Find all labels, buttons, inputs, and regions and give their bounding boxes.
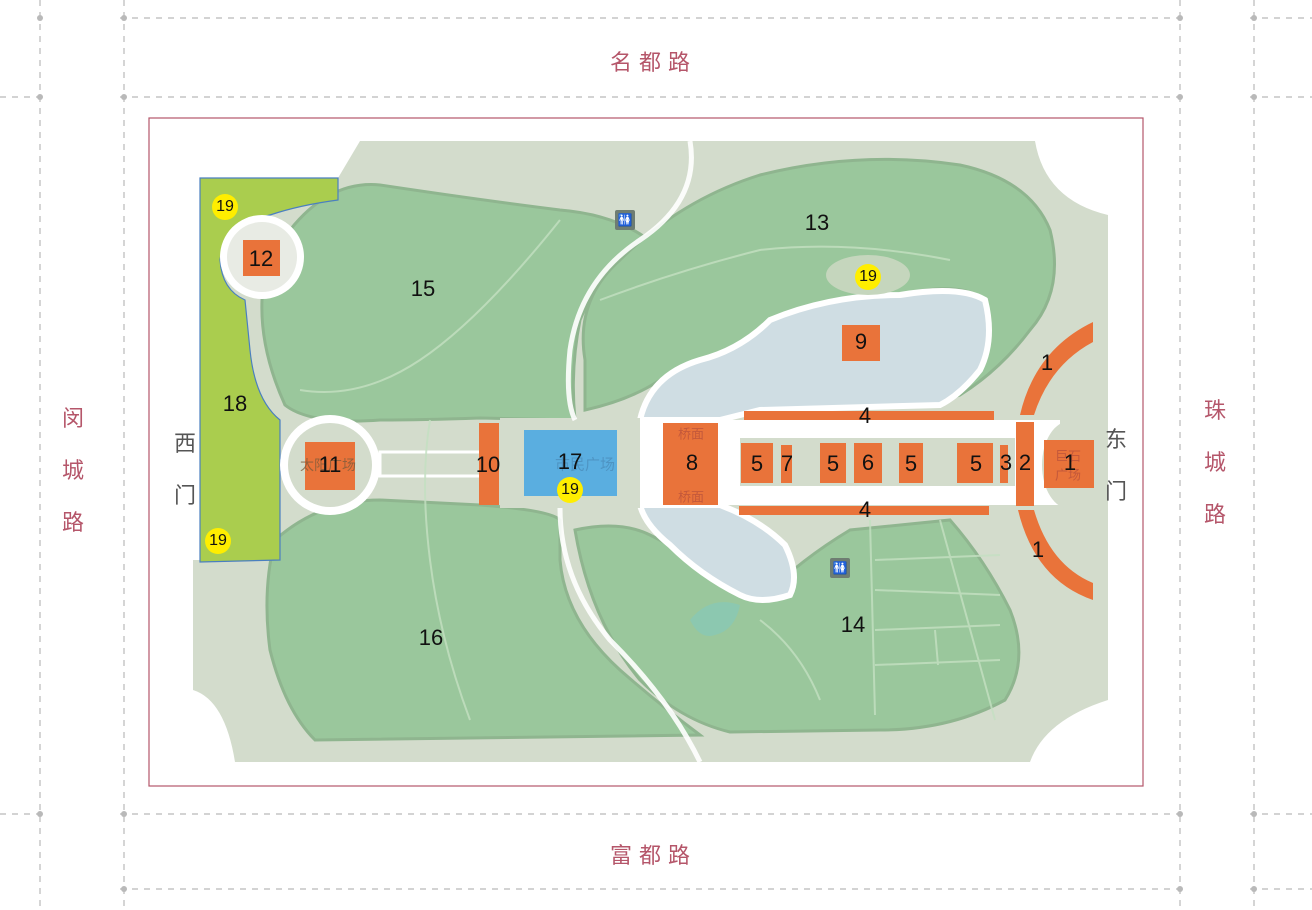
zone-5-label: 5 [904, 451, 918, 476]
marker-19[interactable]: 19 [557, 477, 583, 503]
zone-4-label: 4 [858, 403, 872, 428]
buildings [243, 240, 1094, 600]
zone-14-label: 14 [840, 612, 866, 637]
toilet-icon: 🚻 [615, 210, 635, 230]
lake-south [636, 502, 797, 603]
zone-3-label: 3 [999, 450, 1013, 475]
zone-1-label: 1 [1063, 450, 1077, 475]
sun-plaza-label: 太阳广场 [300, 458, 356, 474]
city-plaza-label: 市民广场 [554, 455, 616, 474]
zone-5-label: 5 [750, 451, 764, 476]
zone-4-label: 4 [858, 497, 872, 522]
bridge-top-label: 桥面 [677, 427, 705, 443]
zone-17-label: 17 [557, 449, 583, 474]
zone-16-label: 16 [418, 625, 444, 650]
east-gate-label: 东门 [1104, 428, 1127, 505]
road-east-label: 珠城路 [1203, 399, 1226, 528]
zone-5-label: 5 [969, 451, 983, 476]
road-west-label: 闵城路 [61, 407, 84, 536]
lawn-16 [265, 498, 705, 742]
zone-10-label: 10 [475, 452, 501, 477]
lake-north [636, 288, 992, 423]
zone-2-label: 2 [1018, 450, 1032, 475]
stone-plaza-label-2: 广场 [1054, 468, 1082, 484]
marker-19[interactable]: 19 [212, 194, 238, 220]
zone-1-label: 1 [1040, 350, 1054, 375]
toilet-icon: 🚻 [830, 558, 850, 578]
west-gate-label: 西门 [173, 432, 196, 509]
zone-9-label: 9 [854, 329, 868, 354]
zone-15-label: 15 [410, 276, 436, 301]
zone-12-label: 12 [248, 246, 274, 271]
garden-18 [199, 177, 339, 563]
road-north-label: 名 都 路 [610, 51, 690, 76]
lawn-15 [260, 183, 658, 423]
stone-plaza-label-1: 巨石 [1054, 449, 1082, 465]
zone-1-label: 1 [1031, 537, 1045, 562]
zone-8-label: 8 [685, 450, 699, 475]
zone-18-label: 18 [222, 391, 248, 416]
pond [690, 602, 740, 636]
zone-11-label: 11 [318, 452, 342, 477]
road-south-label: 富 都 路 [610, 844, 690, 869]
zone-7-label: 7 [780, 451, 794, 476]
marker-19[interactable]: 19 [855, 264, 881, 290]
zone-5-label: 5 [826, 451, 840, 476]
marker-19[interactable]: 19 [205, 528, 231, 554]
zone-13-label: 13 [804, 210, 830, 235]
zone-6-label: 6 [861, 450, 875, 475]
bridge-bottom-label: 桥面 [677, 490, 705, 506]
